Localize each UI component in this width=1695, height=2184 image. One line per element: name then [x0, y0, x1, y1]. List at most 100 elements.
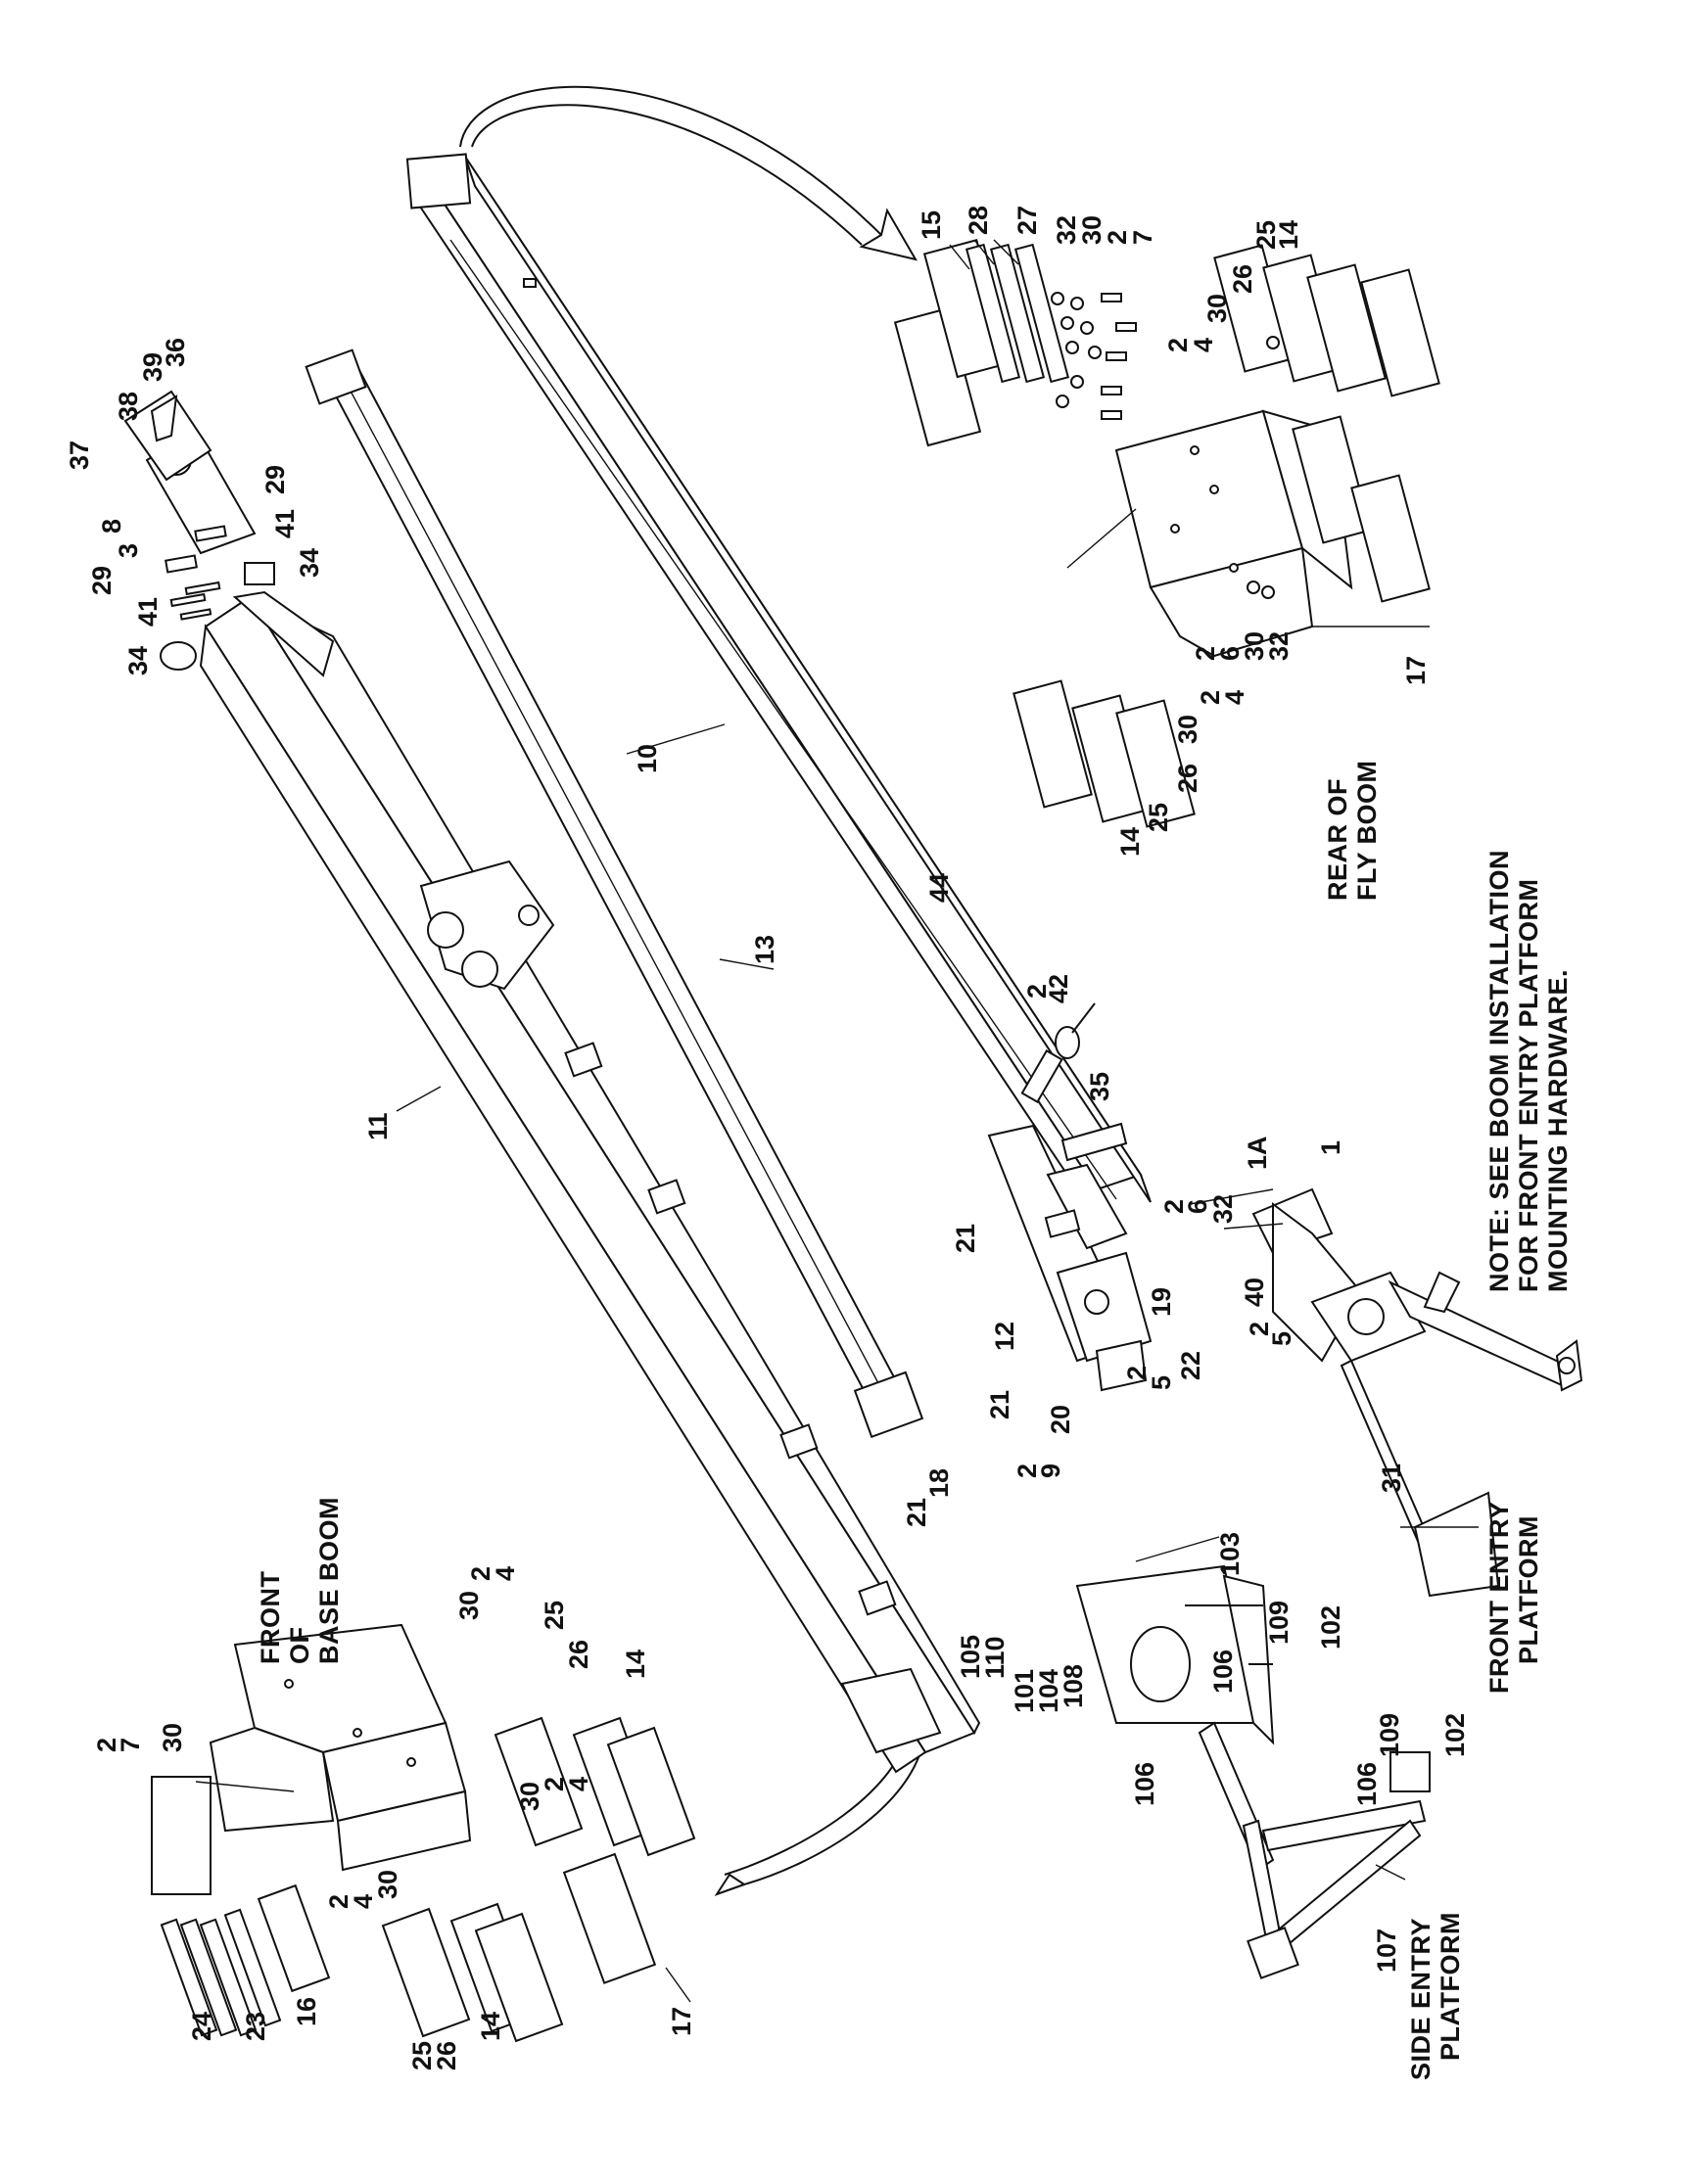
callout: 2: [466, 1566, 495, 1581]
callout: 14: [1115, 827, 1145, 857]
callout: 2: [92, 1738, 121, 1752]
sheave-bracket: [123, 390, 275, 671]
pin-35: [1020, 1002, 1096, 1104]
callout: 30: [1173, 715, 1202, 744]
callout: 107: [1372, 1928, 1401, 1973]
callout: 20: [1046, 1405, 1075, 1434]
callout: 104: [1034, 1669, 1063, 1713]
callout: 4: [1189, 338, 1218, 352]
callout: 21: [951, 1224, 980, 1253]
leader-lines: [195, 239, 1479, 2003]
svg-text:FRONT ENTRY: FRONT ENTRY: [1484, 1502, 1514, 1695]
callout: 110: [980, 1636, 1010, 1679]
svg-text:SIDE ENTRY: SIDE ENTRY: [1406, 1918, 1436, 2080]
callout: 29: [260, 465, 290, 494]
callout: 26: [564, 1640, 593, 1669]
callout: 37: [65, 441, 94, 470]
callout: 2: [1122, 1366, 1152, 1380]
callout-numbers: 15 28 27 32 30 2 7 14 25 26 30 2 4 2 6 3…: [65, 206, 1470, 2070]
callout: 32: [1052, 215, 1081, 245]
callout: 2: [1245, 1322, 1274, 1336]
callout: 25: [1251, 220, 1281, 250]
callout: 26: [1228, 264, 1257, 294]
callout: 30: [1202, 294, 1232, 323]
callout: 25: [540, 1601, 569, 1630]
callout: 2: [1196, 690, 1225, 705]
svg-text:FLY BOOM: FLY BOOM: [1352, 760, 1382, 901]
callout: 25: [1144, 803, 1173, 832]
callout: 26: [432, 2041, 461, 2070]
caption-side-entry-platform: SIDE ENTRY PLATFORM: [1406, 1912, 1465, 2080]
callout: 6: [1183, 1199, 1212, 1214]
callout: 22: [1176, 1351, 1205, 1380]
callout: 32: [1264, 631, 1294, 661]
callout: 10: [633, 744, 662, 773]
callout: 35: [1085, 1072, 1114, 1101]
svg-text:OF: OF: [285, 1627, 314, 1665]
callout: 40: [1240, 1278, 1269, 1307]
callout: 106: [1352, 1762, 1382, 1806]
caption-note: NOTE: SEE BOOM INSTALLATION FOR FRONT EN…: [1484, 850, 1573, 1292]
rear-pads-right: [1213, 244, 1440, 397]
callout: 7: [1128, 230, 1157, 245]
callout: 8: [97, 519, 126, 534]
svg-text:BASE BOOM: BASE BOOM: [314, 1497, 344, 1664]
callout: 109: [1264, 1601, 1294, 1645]
callout: 32: [1208, 1194, 1238, 1224]
callout: 1A: [1243, 1136, 1272, 1170]
callout: 30: [373, 1870, 402, 1899]
callout: 2: [540, 1777, 569, 1791]
callout: 15: [917, 210, 946, 240]
top-transfer-arrow: [459, 85, 918, 261]
svg-text:REAR OF: REAR OF: [1323, 778, 1352, 901]
callout: 5: [1267, 1331, 1296, 1346]
callout: 19: [1147, 1287, 1176, 1317]
callout: 27: [1012, 206, 1042, 235]
callout: 2: [1159, 1199, 1189, 1214]
callout: 30: [1077, 215, 1106, 245]
callout: 108: [1059, 1664, 1088, 1708]
callout: 16: [292, 1997, 321, 2026]
callout: 21: [902, 1498, 931, 1527]
callout: 30: [515, 1782, 544, 1811]
svg-text:PLATFORM: PLATFORM: [1514, 1515, 1543, 1664]
rear-pads-upper: [893, 239, 1070, 447]
callout: 44: [924, 873, 954, 903]
callout: 11: [363, 1112, 393, 1140]
callout: 2: [1103, 230, 1132, 245]
callout: 30: [1240, 631, 1269, 661]
caption-front-entry-platform: FRONT ENTRY PLATFORM: [1484, 1502, 1543, 1695]
front-pads: [160, 1716, 696, 2043]
jib-head: [987, 1122, 1153, 1392]
base-boom: [199, 590, 981, 1774]
callout: 7: [116, 1738, 145, 1752]
callout: 39: [138, 352, 167, 382]
caption-front-base-boom: FRONT OF BASE BOOM: [256, 1497, 344, 1664]
callout: 41: [133, 597, 163, 627]
callout: 109: [1375, 1713, 1404, 1757]
callout: 23: [241, 2012, 270, 2041]
callout: 101: [1010, 1669, 1039, 1713]
svg-text:PLATFORM: PLATFORM: [1436, 1912, 1465, 2061]
callout: 26: [1173, 764, 1202, 793]
callout: 4: [1220, 690, 1249, 705]
rear-fasteners: [1051, 292, 1280, 599]
callout: 34: [123, 646, 153, 675]
callout: 14: [1274, 220, 1303, 250]
front-base-boom-assembly: [151, 1623, 472, 1895]
callout: 2: [1022, 984, 1052, 999]
callout: 14: [621, 1650, 650, 1679]
callout: 12: [990, 1322, 1019, 1351]
rear-pads-left: [1012, 679, 1196, 828]
side-entry-platform: [1075, 1564, 1431, 1979]
callout: 17: [1401, 656, 1431, 685]
svg-text:FOR FRONT ENTRY PLATFORM: FOR FRONT ENTRY PLATFORM: [1514, 879, 1543, 1292]
callout: 30: [158, 1723, 187, 1752]
fly-boom: [405, 153, 1152, 1206]
callout: 18: [924, 1468, 954, 1498]
callout: 24: [187, 2012, 216, 2041]
callout: 42: [1044, 974, 1073, 1003]
callout: 4: [349, 1894, 378, 1909]
